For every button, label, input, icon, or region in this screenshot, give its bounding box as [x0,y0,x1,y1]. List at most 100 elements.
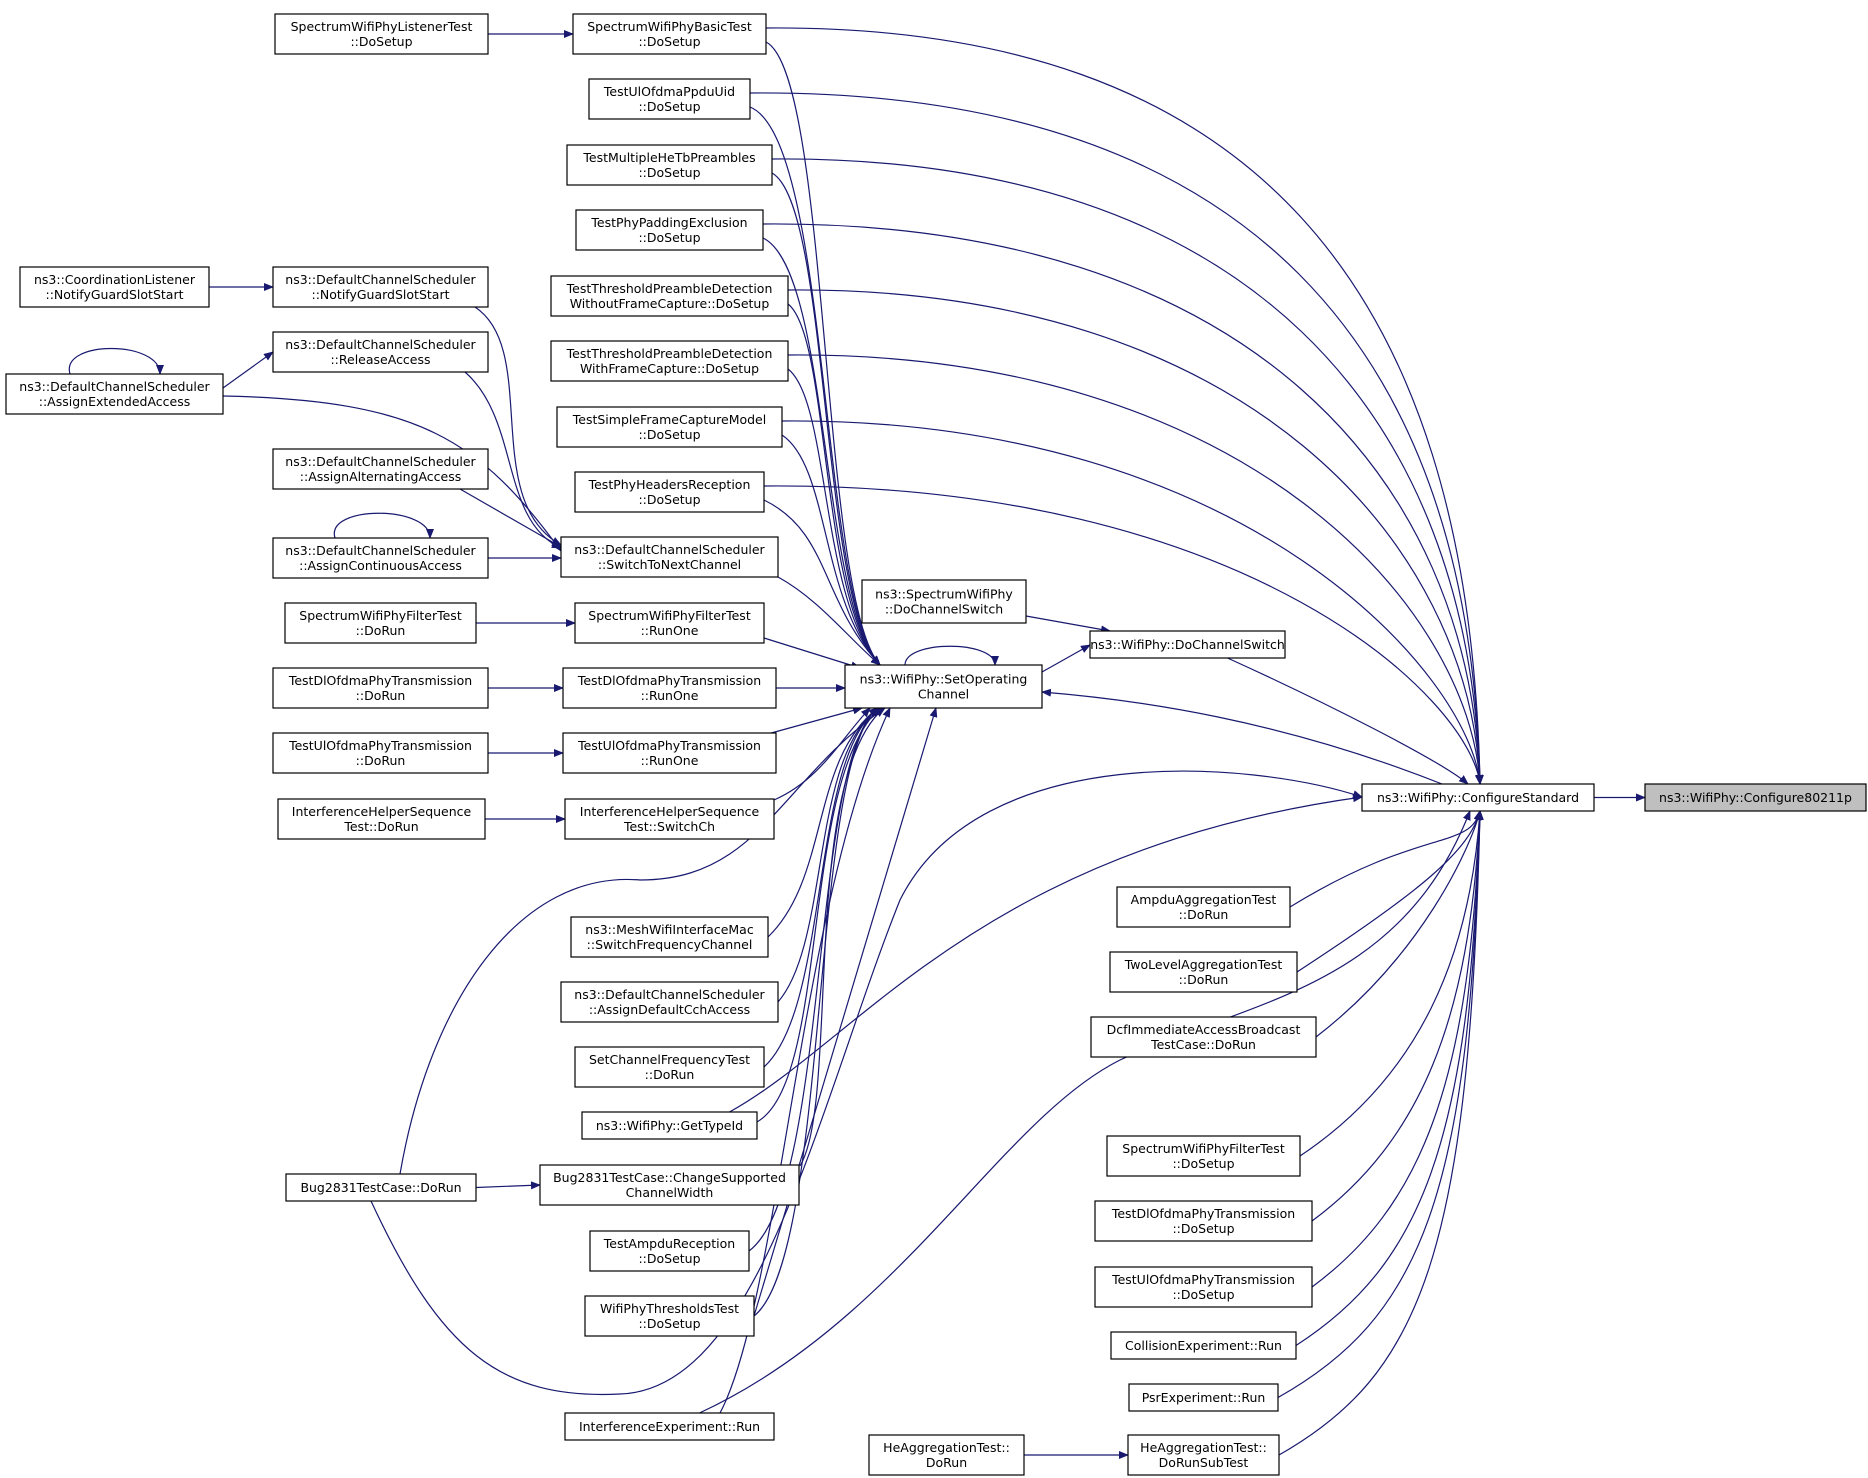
edge-path [1041,644,1091,673]
node-label-line: DoRunSubTest [1159,1455,1249,1470]
node-box [1094,1266,1313,1308]
node-dl-ofdma-do-setup-right[interactable]: TestDlOfdmaPhyTransmission::DoSetup [1094,1200,1313,1242]
node-coordination-listener[interactable]: ns3::CoordinationListener::NotifyGuardSl… [19,266,210,308]
node-assign-extended-access[interactable]: ns3::DefaultChannelScheduler::AssignExte… [5,373,224,415]
node-release-access[interactable]: ns3::DefaultChannelScheduler::ReleaseAcc… [272,331,489,373]
node-dl-ofdma-do-run-left[interactable]: TestDlOfdmaPhyTransmission::DoRun [272,667,489,709]
node-label-line: ::DoSetup [638,230,700,245]
node-label-line: HeAggregationTest:: [1140,1440,1267,1455]
node-set-channel-frequency-do-run[interactable]: SetChannelFrequencyTest::DoRun [574,1046,765,1088]
edge-dcfImmediateDoRun-to-configurestandard [1315,810,1482,1038]
edge-filterrunone-to-setoperatingchannel [763,637,861,670]
node-box [285,1173,477,1202]
node-box [1109,951,1298,993]
node-label-line: CollisionExperiment::Run [1125,1338,1282,1353]
edge-path [771,172,881,666]
node-box [272,537,489,579]
node-two-level-do-run[interactable]: TwoLevelAggregationTest::DoRun [1109,951,1298,993]
node-label-line: ::DoRun [1179,972,1229,987]
node-filter-do-run-left[interactable]: SpectrumWifiPhyFilterTest::DoRun [284,602,477,644]
node-ul-ofdma-ppdu-uid-do-setup[interactable]: TestUlOfdmaPpduUid::DoSetup [588,78,751,120]
edge-heDoRunSubTest-to-configurestandard [1278,810,1484,1456]
edge-path [753,707,938,1317]
node-box [556,406,783,448]
edge-releaseaccess-to-switchtonextchannel [464,371,562,549]
edge-path [762,237,881,666]
edge-spectrumdochannelswitch-to-dochannelswitch [1025,615,1111,634]
node-box [1127,1434,1280,1476]
edge-assigncontinuousaccess-self [333,512,434,539]
node-interference-experiment-run[interactable]: InterferenceExperiment::Run [564,1412,775,1441]
node-mesh-switch-frequency[interactable]: ns3::MeshWifiInterfaceMac::SwitchFrequen… [570,916,769,958]
node-label-line: SetChannelFrequencyTest [589,1052,750,1067]
node-label-line: ::DoSetup [638,492,700,507]
node-spectrum-basic-do-setup[interactable]: SpectrumWifiPhyBasicTest::DoSetup [572,13,767,55]
node-dl-ofdma-run-one[interactable]: TestDlOfdmaPhyTransmission::RunOne [562,667,777,709]
node-configure-standard[interactable]: ns3::WifiPhy::ConfigureStandard [1361,783,1595,812]
node-box [1644,783,1867,812]
node-ul-ofdma-do-setup-right[interactable]: TestUlOfdmaPhyTransmission::DoSetup [1094,1266,1313,1308]
node-filter-do-setup-right[interactable]: SpectrumWifiPhyFilterTest::DoSetup [1106,1135,1301,1177]
edge-path [719,707,891,1414]
node-dcf-immediate-do-run[interactable]: DcfImmediateAccessBroadcastTestCase::DoR… [1090,1016,1317,1058]
edge-path [68,347,164,375]
node-multiple-he-tb-do-setup[interactable]: TestMultipleHeTbPreambles::DoSetup [566,144,773,186]
node-switch-to-next-channel[interactable]: ns3::DefaultChannelScheduler::SwitchToNe… [560,536,779,578]
node-box [575,209,764,251]
edges-layer [68,27,1646,1459]
node-label-line: ::DoSetup [638,1316,700,1331]
node-phy-padding-do-setup[interactable]: TestPhyPaddingExclusion::DoSetup [575,209,764,251]
node-ampdu-reception-do-setup[interactable]: TestAmpduReception::DoSetup [589,1230,750,1272]
node-box [1110,1331,1297,1360]
edge-ampduAggregationDoRun-to-configurestandard [1289,810,1482,908]
node-label-line: ::DoSetup [638,99,700,114]
node-thresholds-do-setup[interactable]: WifiPhyThresholdsTest::DoSetup [584,1295,755,1337]
node-configure80211p[interactable]: ns3::WifiPhy::Configure80211p [1644,783,1867,812]
node-assign-default-cch[interactable]: ns3::DefaultChannelScheduler::AssignDefa… [560,981,779,1023]
node-box [1094,1200,1313,1242]
node-collision-run[interactable]: CollisionExperiment::Run [1110,1331,1297,1360]
node-psr-run[interactable]: PsrExperiment::Run [1128,1383,1279,1412]
node-ampdu-aggregation-do-run[interactable]: AmpduAggregationTest::DoRun [1116,886,1291,928]
node-filter-run-one[interactable]: SpectrumWifiPhyFilterTest::RunOne [574,602,765,644]
node-phy-headers-do-setup[interactable]: TestPhyHeadersReception::DoSetup [574,471,765,513]
node-label-line: ::RunOne [641,623,699,638]
node-assign-alternating-access[interactable]: ns3::DefaultChannelScheduler::AssignAlte… [272,448,489,490]
node-he-do-run[interactable]: HeAggregationTest::DoRun [868,1434,1025,1476]
node-notify-guard-slot-start[interactable]: ns3::DefaultChannelScheduler::NotifyGuar… [272,266,489,308]
node-threshold-with-do-setup[interactable]: TestThresholdPreambleDetectionWithFrameC… [550,340,789,382]
node-label-line: Channel [918,687,969,702]
node-he-do-run-sub-test[interactable]: HeAggregationTest::DoRunSubTest [1127,1434,1280,1476]
node-label-line: TestThresholdPreambleDetection [566,281,773,296]
node-do-channel-switch[interactable]: ns3::WifiPhy::DoChannelSwitch [1089,630,1286,659]
node-assign-continuous-access[interactable]: ns3::DefaultChannelScheduler::AssignCont… [272,537,489,579]
edge-path [763,485,1483,785]
node-get-type-id[interactable]: ns3::WifiPhy::GetTypeId [581,1111,758,1140]
edge-phyHeadersDoSetup-to-configurestandard [763,485,1483,785]
node-label-line: TestSimpleFrameCaptureModel [572,412,766,427]
node-label-line: ns3::WifiPhy::Configure80211p [1659,790,1852,805]
edge-multipleHeTbDoSetup-to-configurestandard [771,158,1484,785]
node-box [1128,1383,1279,1412]
node-label-line: ::DoSetup [1172,1221,1234,1236]
edge-thresholdWithDoSetup-to-setoperatingchannel [787,368,881,666]
node-label-line: ::NotifyGuardSlotStart [312,287,450,302]
node-bug2831-change-width[interactable]: Bug2831TestCase::ChangeSupportedChannelW… [539,1164,800,1206]
node-threshold-without-do-setup[interactable]: TestThresholdPreambleDetectionWithoutFra… [550,275,789,317]
node-spectrum-listener-do-setup[interactable]: SpectrumWifiPhyListenerTest::DoSetup [274,13,489,55]
node-label-line: InterferenceHelperSequence [580,804,760,819]
node-box [574,1046,765,1088]
node-ul-ofdma-run-one[interactable]: TestUlOfdmaPhyTransmission::RunOne [562,732,777,774]
node-label-line: ::ReleaseAccess [330,352,430,367]
node-spectrum-do-channel-switch[interactable]: ns3::SpectrumWifiPhy::DoChannelSwitch [861,579,1027,624]
node-bug2831-do-run[interactable]: Bug2831TestCase::DoRun [285,1173,477,1202]
node-label-line: ::NotifyGuardSlotStart [46,287,184,302]
node-box [5,373,224,415]
edge-path [1289,810,1482,908]
node-simple-frame-capture-do-setup[interactable]: TestSimpleFrameCaptureModel::DoSetup [556,406,783,448]
node-ul-ofdma-do-run-left[interactable]: TestUlOfdmaPhyTransmission::DoRun [272,732,489,774]
node-label-line: ::DoSetup [638,34,700,49]
